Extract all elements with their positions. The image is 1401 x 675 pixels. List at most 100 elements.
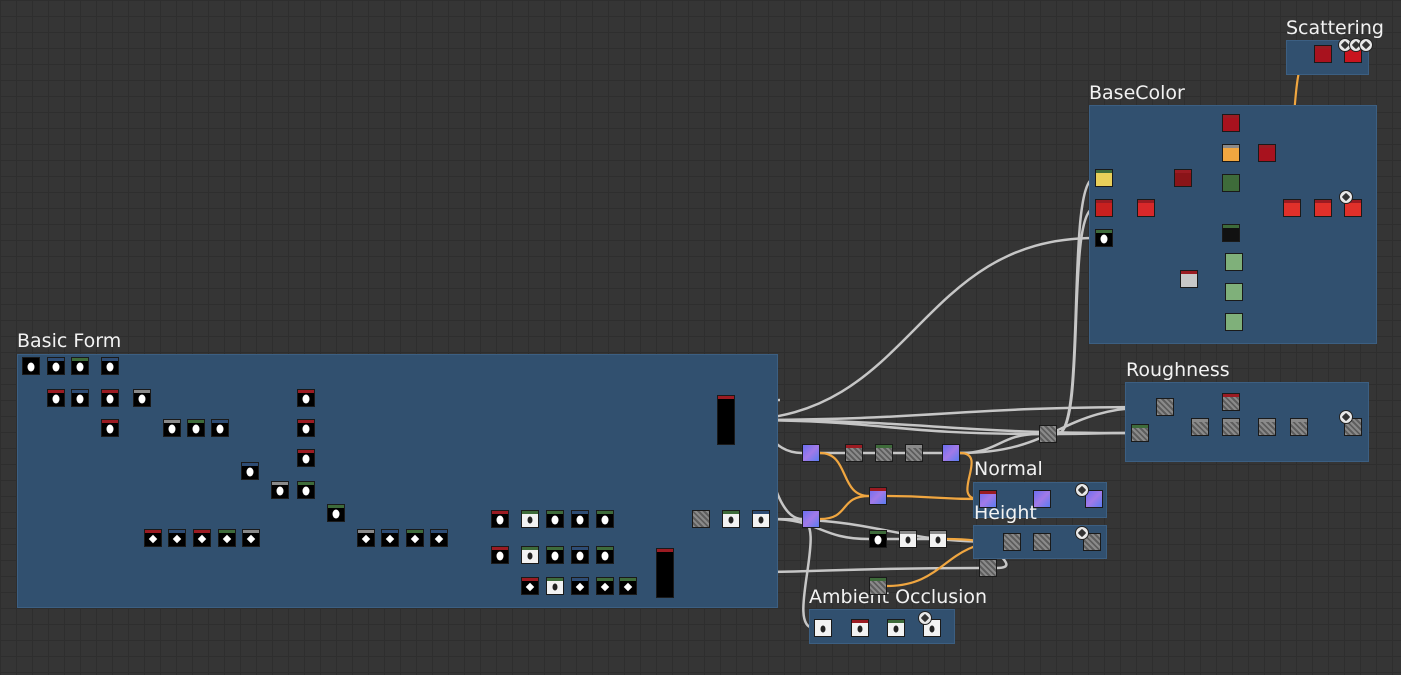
graph-node[interactable]	[722, 510, 740, 528]
graph-node[interactable]	[297, 481, 315, 499]
graph-node[interactable]	[47, 357, 65, 375]
graph-node[interactable]	[571, 546, 589, 564]
graph-node[interactable]	[887, 619, 905, 637]
graph-node[interactable]	[845, 444, 863, 462]
graph-node[interactable]	[1225, 253, 1243, 271]
graph-node[interactable]	[905, 444, 923, 462]
graph-node[interactable]	[1258, 418, 1276, 436]
graph-node[interactable]	[692, 510, 710, 528]
graph-node[interactable]	[133, 389, 151, 407]
graph-node[interactable]	[297, 449, 315, 467]
graph-node[interactable]	[241, 462, 259, 480]
graph-node[interactable]	[1191, 418, 1209, 436]
graph-node[interactable]	[381, 529, 399, 547]
graph-node[interactable]	[406, 529, 424, 547]
graph-node[interactable]	[929, 530, 947, 548]
graph-node[interactable]	[1283, 199, 1301, 217]
graph-node[interactable]	[1083, 533, 1101, 551]
graph-node[interactable]	[1033, 490, 1051, 508]
graph-node[interactable]	[1222, 174, 1240, 192]
graph-node[interactable]	[218, 529, 236, 547]
graph-node[interactable]	[1137, 199, 1155, 217]
graph-node[interactable]	[869, 577, 887, 595]
graph-node[interactable]	[187, 419, 205, 437]
graph-node[interactable]	[1222, 114, 1240, 132]
graph-node[interactable]	[491, 546, 509, 564]
graph-node[interactable]	[1095, 199, 1113, 217]
graph-node[interactable]	[1039, 425, 1057, 443]
graph-node[interactable]	[297, 389, 315, 407]
node-thumbnail	[820, 625, 826, 633]
graph-node[interactable]	[101, 419, 119, 437]
graph-node[interactable]	[979, 490, 997, 508]
graph-node[interactable]	[101, 389, 119, 407]
graph-node[interactable]	[571, 510, 589, 528]
graph-node[interactable]	[1225, 283, 1243, 301]
graph-node[interactable]	[546, 510, 564, 528]
graph-node[interactable]	[521, 510, 539, 528]
graph-node[interactable]	[979, 559, 997, 577]
graph-node[interactable]	[1033, 533, 1051, 551]
graph-node[interactable]	[869, 530, 887, 548]
graph-node[interactable]	[297, 419, 315, 437]
graph-node[interactable]	[193, 529, 211, 547]
frame-roughness[interactable]	[1125, 382, 1369, 462]
graph-node[interactable]	[1085, 490, 1103, 508]
graph-node[interactable]	[521, 546, 539, 564]
graph-node[interactable]	[71, 389, 89, 407]
graph-node[interactable]	[71, 357, 89, 375]
graph-node[interactable]	[851, 619, 869, 637]
graph-node[interactable]	[1222, 144, 1240, 162]
graph-node[interactable]	[546, 577, 564, 595]
graph-node[interactable]	[1314, 199, 1332, 217]
graph-node[interactable]	[1222, 393, 1240, 411]
node-thumbnail	[246, 534, 256, 544]
graph-node[interactable]	[1258, 144, 1276, 162]
graph-node[interactable]	[571, 577, 589, 595]
graph-node[interactable]	[596, 577, 614, 595]
graph-node[interactable]	[168, 529, 186, 547]
graph-node[interactable]	[814, 619, 832, 637]
graph-node[interactable]	[1314, 45, 1332, 63]
graph-node[interactable]	[875, 444, 893, 462]
graph-node[interactable]	[1156, 398, 1174, 416]
graph-node[interactable]	[717, 395, 735, 445]
graph-node[interactable]	[101, 357, 119, 375]
graph-node[interactable]	[47, 389, 65, 407]
graph-node[interactable]	[22, 357, 40, 375]
graph-node[interactable]	[357, 529, 375, 547]
graph-node[interactable]	[1174, 169, 1192, 187]
graph-node[interactable]	[1222, 418, 1240, 436]
graph-node[interactable]	[211, 419, 229, 437]
graph-node[interactable]	[242, 529, 260, 547]
graph-node[interactable]	[1180, 270, 1198, 288]
graph-node[interactable]	[430, 529, 448, 547]
graph-node[interactable]	[1095, 169, 1113, 187]
graph-node[interactable]	[271, 481, 289, 499]
graph-node[interactable]	[802, 444, 820, 462]
graph-node[interactable]	[596, 510, 614, 528]
graph-node[interactable]	[899, 530, 917, 548]
graph-node[interactable]	[1131, 424, 1149, 442]
graph-node[interactable]	[521, 577, 539, 595]
graph-node[interactable]	[144, 529, 162, 547]
graph-node[interactable]	[596, 546, 614, 564]
graph-node[interactable]	[546, 546, 564, 564]
graph-node[interactable]	[619, 577, 637, 595]
node-header	[492, 511, 508, 514]
graph-node[interactable]	[163, 419, 181, 437]
graph-node[interactable]	[1003, 533, 1021, 551]
graph-node[interactable]	[1225, 313, 1243, 331]
graph-node[interactable]	[802, 510, 820, 528]
graph-node[interactable]	[656, 548, 674, 598]
graph-node[interactable]	[942, 444, 960, 462]
graph-node[interactable]	[1290, 418, 1308, 436]
graph-node[interactable]	[491, 510, 509, 528]
graph-node[interactable]	[327, 504, 345, 522]
node-thumbnail	[576, 551, 584, 561]
graph-node[interactable]	[752, 510, 770, 528]
graph-node[interactable]	[1095, 229, 1113, 247]
graph-node[interactable]	[1222, 224, 1240, 242]
graph-node[interactable]	[869, 487, 887, 505]
